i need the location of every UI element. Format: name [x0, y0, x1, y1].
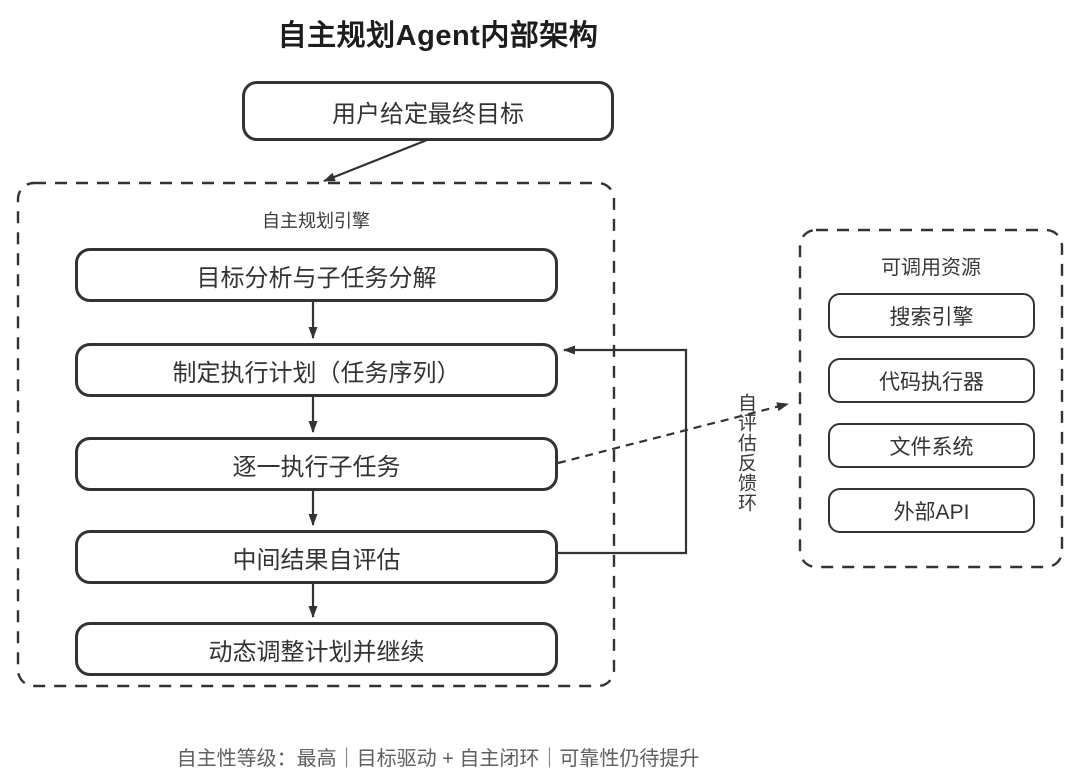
feedback-loop-line [558, 345, 688, 555]
engine-container-outline [16, 181, 616, 688]
step-box-execute-subtasks: 逐一执行子任务 [75, 437, 558, 491]
resource-box-file-system: 文件系统 [828, 423, 1035, 468]
step-label: 逐一执行子任务 [232, 453, 401, 481]
resource-box-external-api: 外部API [828, 488, 1035, 533]
bottom-caption: 自主性等级：最高｜目标驱动 + 自主闭环｜可靠性仍待提升 [176, 748, 700, 770]
user-goal-label: 用户给定最终目标 [332, 100, 524, 128]
resource-box-code-executor: 代码执行器 [828, 358, 1035, 403]
step-label: 目标分析与子任务分解 [196, 264, 437, 292]
step-box-goal-analysis: 目标分析与子任务分解 [75, 248, 558, 302]
resource-label: 搜索引擎 [889, 305, 974, 329]
step-box-make-plan: 制定执行计划（任务序列） [75, 343, 558, 397]
step-label: 中间结果自评估 [232, 546, 401, 574]
engine-container-label: 自主规划引擎 [262, 211, 370, 231]
arrow-execute-to-resources [557, 402, 789, 465]
resource-label: 文件系统 [889, 435, 974, 459]
feedback-loop-label: 自评估反馈环 [735, 393, 756, 513]
arrow-goal-to-engine [323, 138, 428, 183]
step-box-adjust-plan: 动态调整计划并继续 [75, 622, 558, 676]
page-title: 自主规划Agent内部架构 [277, 20, 599, 52]
step-label: 制定执行计划（任务序列） [172, 359, 461, 387]
resource-box-search-engine: 搜索引擎 [828, 293, 1035, 338]
resource-label: 外部API [893, 500, 970, 524]
resources-container-outline [798, 228, 1064, 569]
step-label: 动态调整计划并继续 [208, 638, 425, 666]
resource-label: 代码执行器 [879, 370, 984, 394]
resources-container-label: 可调用资源 [881, 257, 981, 279]
user-goal-box: 用户给定最终目标 [242, 81, 614, 141]
step-box-self-evaluate: 中间结果自评估 [75, 530, 558, 584]
